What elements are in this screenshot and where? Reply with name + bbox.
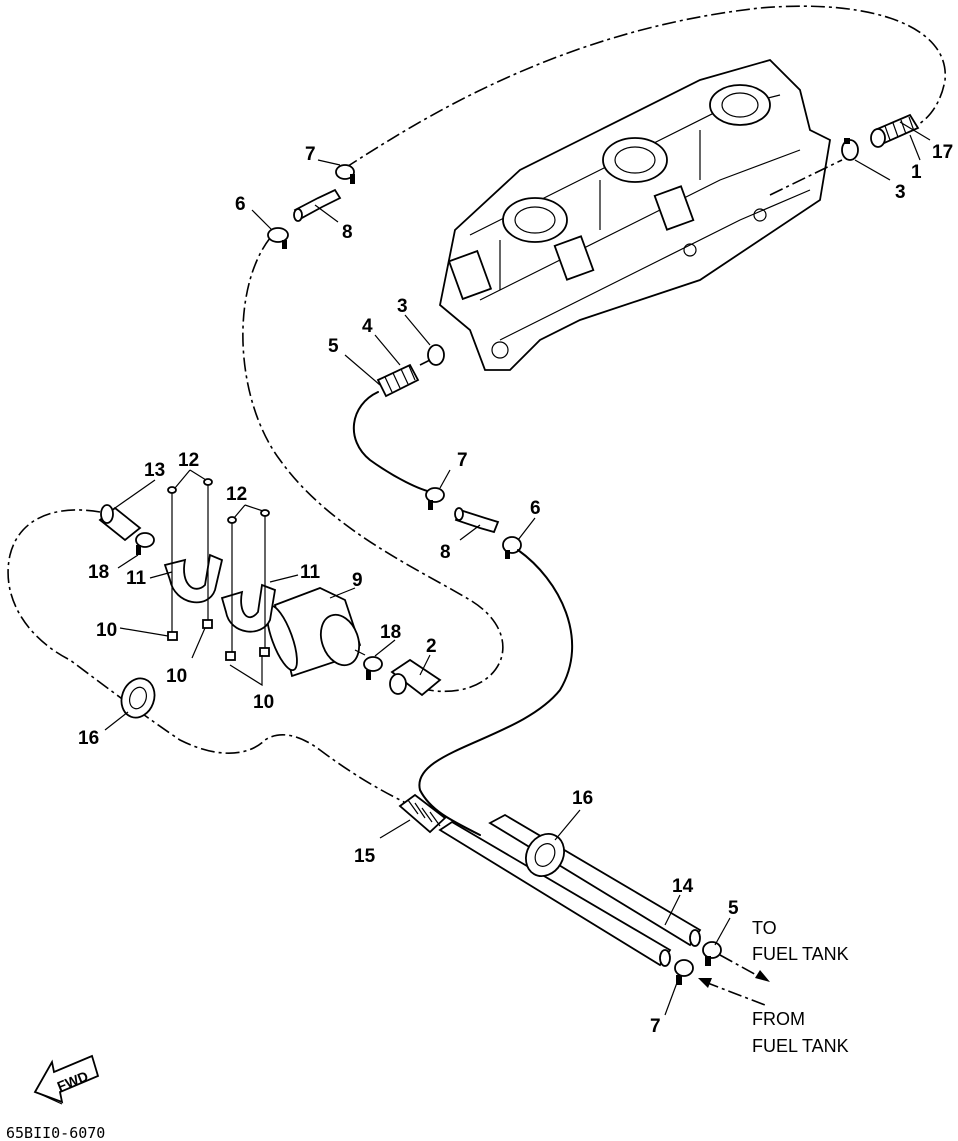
callout-3-upper: 3 [895, 182, 906, 203]
callout-10-middle: 10 [166, 666, 187, 687]
callout-8-upper: 8 [342, 222, 353, 243]
part-5-clamp-end [702, 941, 722, 966]
fwd-arrow-icon: FWD [33, 1054, 100, 1105]
callout-12-right: 12 [226, 484, 247, 505]
callout-10-left: 10 [96, 620, 117, 641]
part-11-bracket-right [220, 583, 277, 633]
callout-18-right: 18 [380, 622, 401, 643]
part-16-grommet-left [120, 677, 156, 719]
callout-4: 4 [362, 316, 373, 337]
part-14-pipes [438, 813, 702, 967]
leader-lines [104, 121, 931, 1016]
part-8-fitting-upper [293, 188, 342, 222]
part-7-clamp-middle [425, 487, 445, 510]
carburetor-assembly [439, 58, 831, 371]
hose-from-fitting-6b [418, 549, 574, 836]
callout-1: 1 [911, 162, 922, 183]
part-13-hose [98, 504, 142, 542]
part-11-bracket-left [163, 553, 224, 604]
callout-9: 9 [352, 570, 363, 591]
callout-18-left: 18 [88, 562, 109, 583]
callout-15: 15 [354, 846, 376, 867]
part-6-clamp-upper [267, 227, 289, 249]
part-10-nuts [167, 619, 270, 661]
part-7-clamp-upper [335, 164, 355, 184]
to-label-line2: FUEL TANK [752, 944, 849, 964]
hose-from-fitting-6a [242, 237, 504, 693]
callout-11-right: 11 [300, 562, 321, 583]
callout-13: 13 [144, 460, 165, 481]
fuel-tank-labels: TO FUEL TANK FROM FUEL TANK [752, 918, 849, 1056]
part-9-fuel-filter [266, 587, 366, 678]
to-fuel-tank-arrow [719, 954, 770, 982]
callout-6-middle: 6 [530, 498, 541, 519]
callout-labels: 1 17 3 7 6 8 3 4 5 7 6 8 13 12 12 18 11 … [78, 142, 953, 1037]
part-6-clamp-middle [502, 536, 522, 559]
part-3-clamp-middle [427, 344, 445, 366]
callout-10-right: 10 [253, 692, 274, 713]
callout-17: 17 [932, 142, 953, 163]
part-17-hose-spring [870, 113, 920, 148]
part-3-clamp-upper [841, 138, 859, 161]
callout-7-middle: 7 [457, 450, 468, 471]
callout-6-upper: 6 [235, 194, 246, 215]
callout-16-left: 16 [78, 728, 99, 749]
callout-2: 2 [426, 636, 437, 657]
from-label-line1: FROM [752, 1009, 805, 1029]
callout-5-middle: 5 [328, 336, 339, 357]
callout-12-left: 12 [178, 450, 199, 471]
to-label-line1: TO [752, 918, 777, 938]
part-15-hose-spring [398, 793, 447, 834]
left-loop-hose [7, 509, 411, 806]
part-2-hose [389, 658, 442, 697]
from-fuel-tank-arrow [698, 978, 766, 1006]
callout-11-left: 11 [126, 568, 147, 589]
part-18-clamp-right [363, 656, 383, 680]
diagram-code: 65BII0-6070 [6, 1124, 105, 1141]
from-label-line2: FUEL TANK [752, 1036, 849, 1056]
part-4-hose-spring [376, 363, 420, 398]
part-7-clamp-end [674, 959, 694, 985]
hose-5-middle [352, 391, 433, 493]
callout-7-end: 7 [650, 1016, 661, 1037]
callout-8-middle: 8 [440, 542, 451, 563]
callout-14: 14 [672, 876, 694, 897]
part-16-grommet-right [525, 833, 565, 877]
callout-3-middle: 3 [397, 296, 408, 317]
part-18-clamp-left [135, 532, 155, 555]
upper-hose-loop [344, 5, 946, 169]
callout-5-end: 5 [728, 898, 739, 919]
part-12-screws [167, 478, 270, 655]
part-8-fitting-middle [454, 507, 500, 534]
callout-16-right: 16 [572, 788, 593, 809]
callout-7-upper: 7 [305, 144, 316, 165]
